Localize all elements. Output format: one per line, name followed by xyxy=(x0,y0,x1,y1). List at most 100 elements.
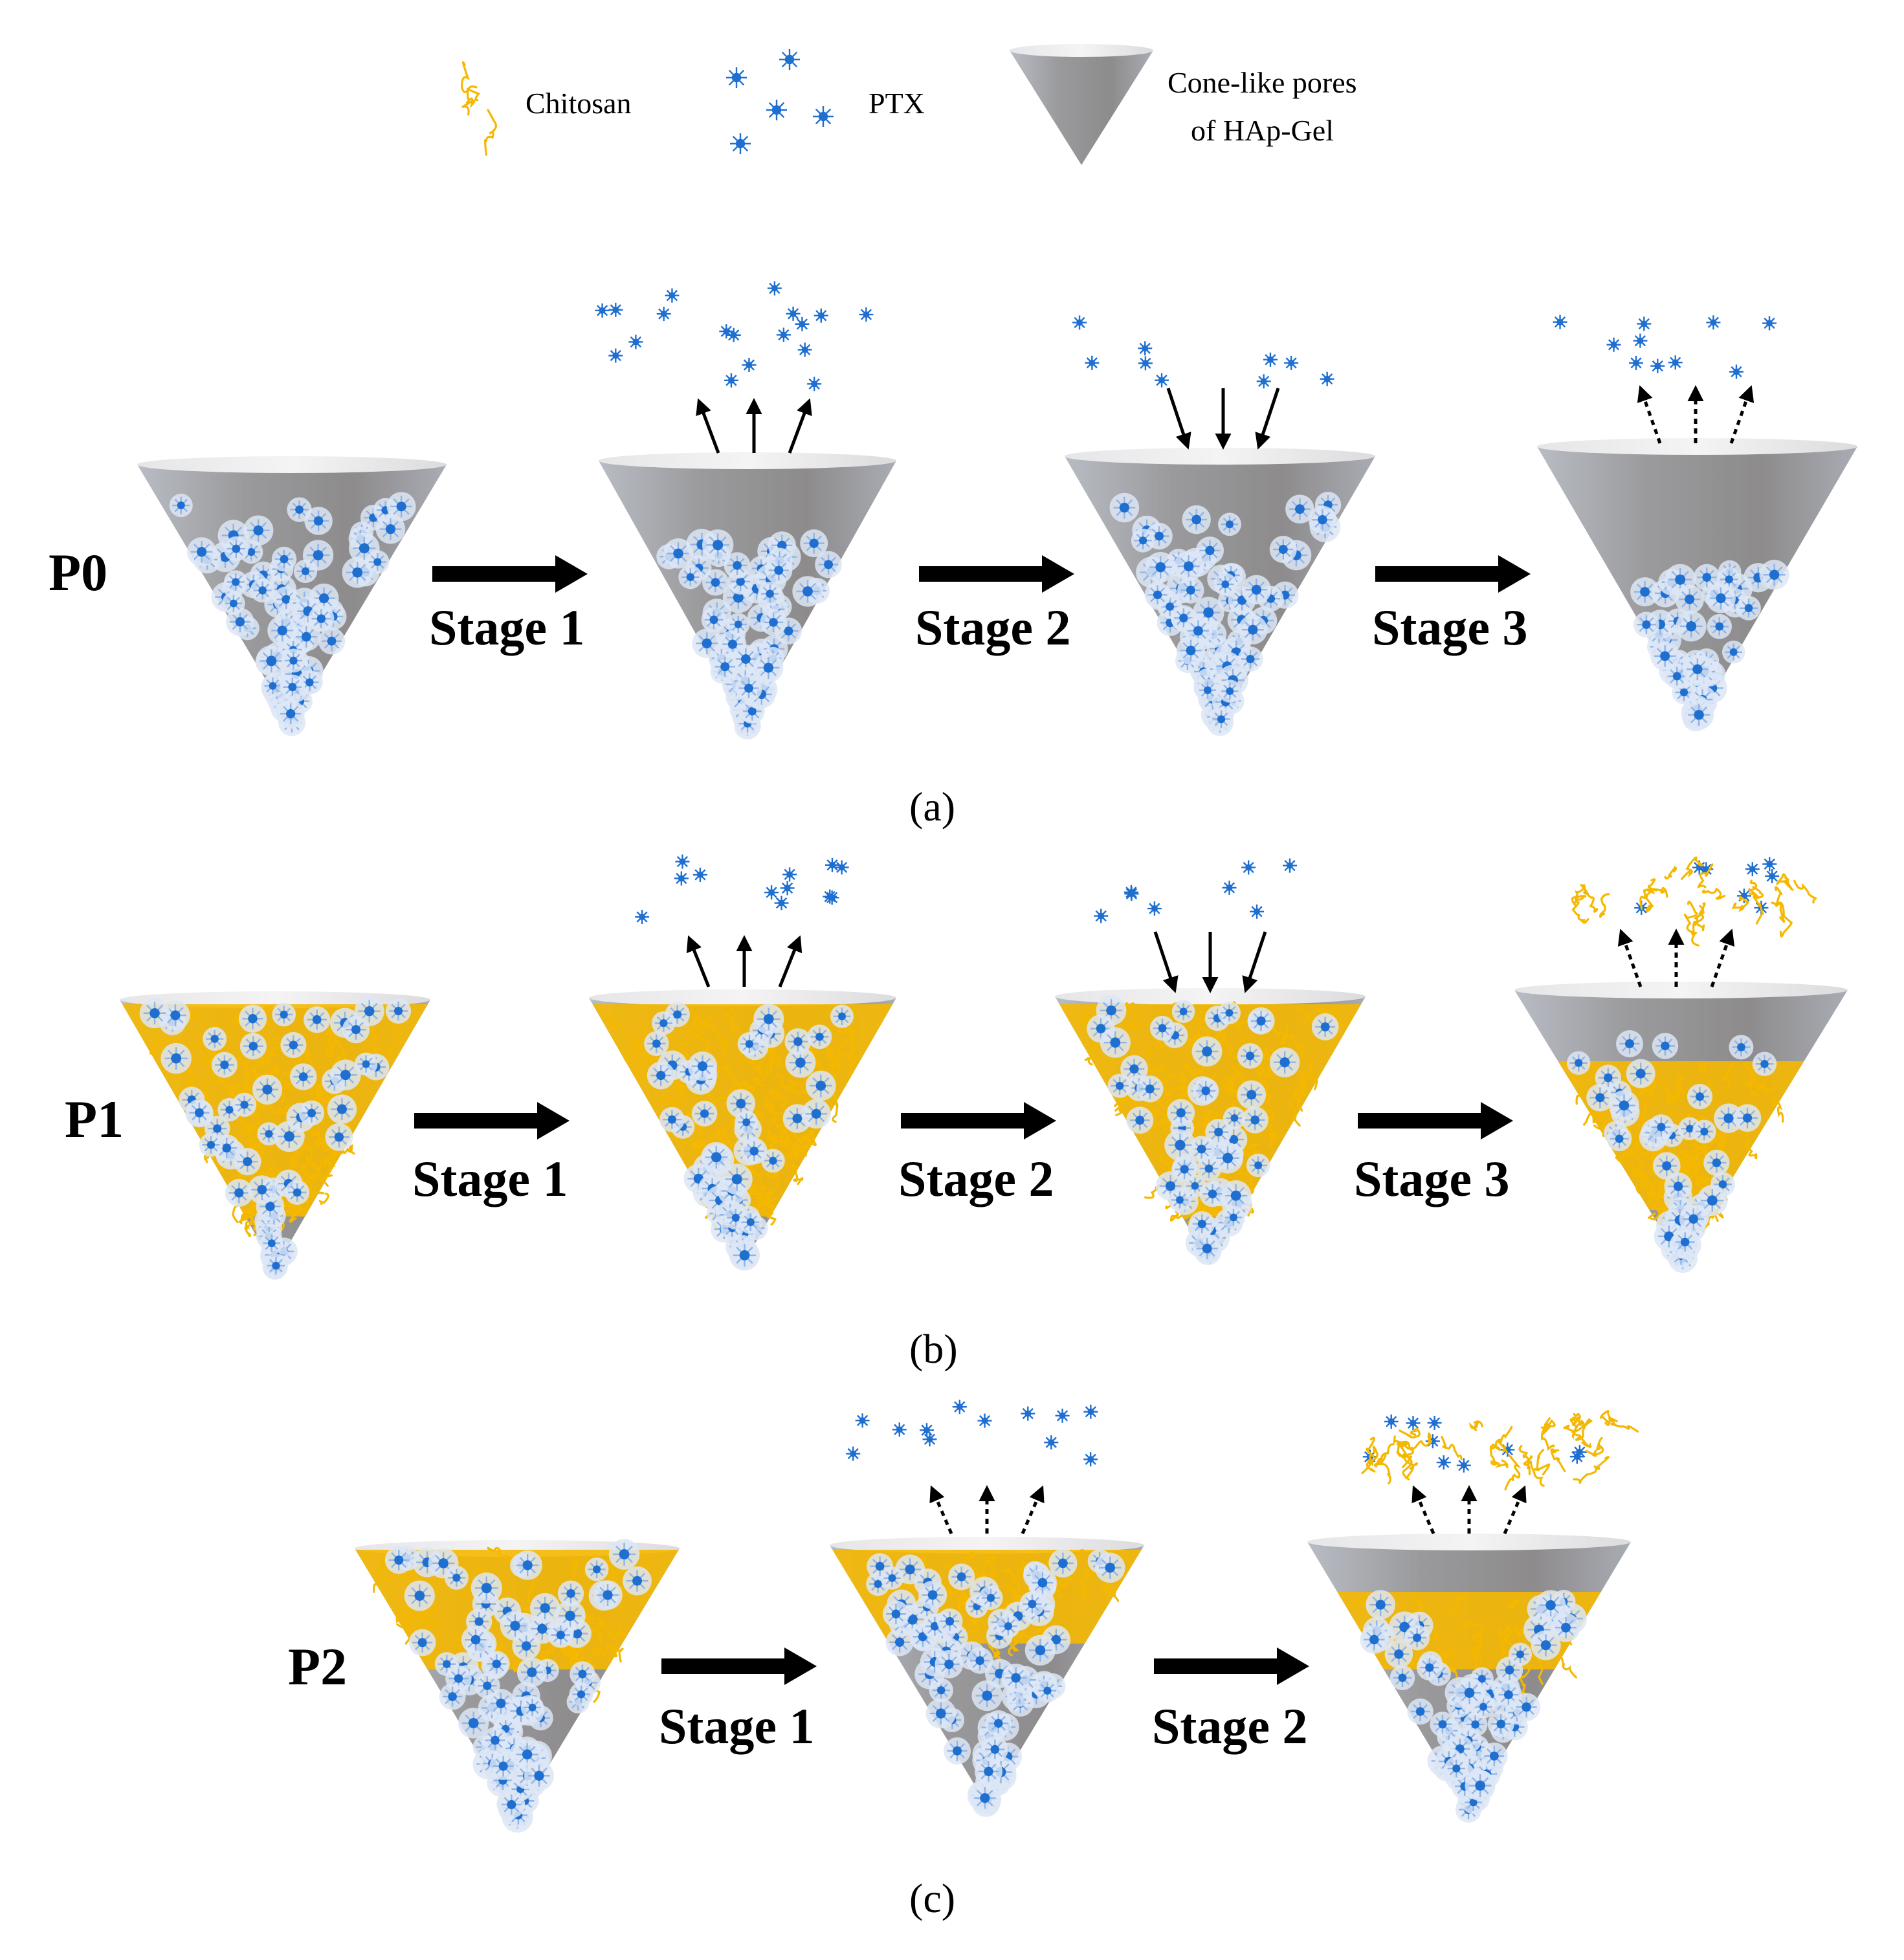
ptx-molecule xyxy=(264,1253,288,1278)
ptx-molecule xyxy=(760,1149,785,1173)
ptx-molecule xyxy=(1204,1006,1230,1031)
chitosan-chain xyxy=(270,1063,280,1077)
ptx-molecule xyxy=(735,674,762,702)
ptx-molecule xyxy=(795,316,810,331)
ptx-molecule xyxy=(784,1028,812,1055)
ptx-molecule xyxy=(408,1629,436,1657)
ptx-molecule xyxy=(1192,1234,1222,1263)
ptx-molecule xyxy=(635,910,650,925)
chitosan-chain xyxy=(1259,1079,1272,1107)
chitosan-chain xyxy=(789,1138,812,1159)
ptx-molecule xyxy=(1171,1000,1195,1024)
chitosan-chain xyxy=(723,1007,738,1032)
ptx-molecule xyxy=(529,1592,560,1624)
ptx-molecule xyxy=(766,100,787,120)
ptx-molecule xyxy=(782,867,797,882)
ptx-molecule xyxy=(304,1006,331,1033)
ptx-molecule xyxy=(1269,535,1297,564)
chitosan-chain xyxy=(1297,1070,1309,1099)
ptx-molecule xyxy=(767,281,782,296)
ptx-molecule xyxy=(256,645,287,677)
chitosan-chain xyxy=(323,1161,336,1180)
chitosan-chain xyxy=(149,1037,166,1056)
chitosan-chain xyxy=(1179,1074,1189,1092)
ptx-molecule xyxy=(1217,1001,1241,1024)
ptx-molecule xyxy=(243,515,274,545)
chitosan-chain xyxy=(784,1147,795,1172)
ptx-molecule xyxy=(342,556,373,588)
ptx-molecule xyxy=(1035,1679,1059,1703)
chitosan-chain xyxy=(1748,879,1760,897)
released-cloud xyxy=(1094,858,1298,923)
ptx-molecule xyxy=(687,1052,718,1081)
ptx-molecule xyxy=(724,552,751,579)
ptx-molecule xyxy=(786,306,801,321)
chitosan-chain xyxy=(784,1165,804,1185)
chitosan-chain xyxy=(826,1046,839,1068)
chitosan-chain xyxy=(1743,1076,1760,1099)
chitosan-chain xyxy=(1596,1113,1607,1138)
chitosan-chain xyxy=(315,1087,325,1104)
ptx-molecule xyxy=(1384,1414,1399,1429)
ptx-molecule xyxy=(855,1413,870,1428)
chitosan-chain xyxy=(769,1088,780,1102)
ptx-molecule xyxy=(1195,536,1224,565)
chitosan-chain xyxy=(305,1156,322,1179)
ptx-molecule xyxy=(1138,341,1153,356)
chitosan-chain xyxy=(984,1555,998,1578)
ptx-molecule xyxy=(920,1423,935,1438)
ptx-molecule xyxy=(1109,492,1140,523)
ptx-molecule xyxy=(1407,1698,1434,1725)
release-arrow xyxy=(1021,1485,1045,1534)
ptx-molecule xyxy=(1285,494,1314,524)
ptx-molecule xyxy=(1684,699,1714,730)
chitosan-chain xyxy=(366,1024,379,1048)
ptx-molecule xyxy=(385,998,412,1024)
chitosan-chain xyxy=(613,1626,626,1640)
ptx-molecule xyxy=(665,1002,690,1028)
release-arrow xyxy=(1242,931,1267,993)
ptx-molecule xyxy=(1707,613,1732,639)
chitosan-chain xyxy=(1744,1138,1758,1160)
chitosan-chain xyxy=(1497,1426,1513,1454)
chitosan-chain xyxy=(240,1197,256,1225)
ptx-molecule xyxy=(1676,611,1707,642)
ptx-molecule xyxy=(1238,615,1268,644)
ptx-molecule xyxy=(325,1123,353,1151)
ptx-molecule xyxy=(1679,1204,1708,1233)
chitosan-chain xyxy=(1079,1009,1091,1024)
ptx-molecule xyxy=(656,307,671,322)
chitosan-chain xyxy=(241,1122,256,1135)
ptx-molecule xyxy=(779,49,800,70)
chitosan-chain xyxy=(1223,1086,1238,1111)
ptx-molecule xyxy=(1196,678,1219,702)
ptx-molecule xyxy=(726,1089,756,1118)
ptx-molecule xyxy=(1193,1077,1219,1104)
chitosan-chain xyxy=(718,1041,729,1063)
chitosan-chain xyxy=(1441,1435,1463,1460)
ptx-molecule xyxy=(1703,1149,1730,1176)
chitosan-chain xyxy=(956,1591,969,1606)
ptx-molecule xyxy=(139,998,170,1029)
chitosan-chain xyxy=(1507,1600,1520,1611)
chitosan-chain xyxy=(1016,1631,1033,1641)
ptx-molecule xyxy=(663,538,694,569)
ptx-molecule xyxy=(280,674,305,700)
cone-pore xyxy=(1514,982,1848,1273)
ptx-molecule xyxy=(651,1011,676,1035)
ptx-molecule xyxy=(1692,1119,1716,1143)
chitosan-chain xyxy=(571,1556,580,1578)
chitosan-chain xyxy=(1504,1454,1522,1491)
ptx-molecule xyxy=(203,1027,227,1052)
ptx-molecule xyxy=(1430,1712,1456,1737)
chitosan-chain xyxy=(1155,1039,1172,1050)
chitosan-chain xyxy=(1709,1132,1731,1146)
ptx-molecule xyxy=(1456,1458,1471,1473)
release-arrow xyxy=(929,1485,953,1534)
ptx-molecule xyxy=(1416,1655,1443,1680)
ptx-molecule xyxy=(996,1614,1021,1638)
released-cloud xyxy=(595,281,874,391)
release-arrow xyxy=(788,398,812,454)
chitosan-chain xyxy=(1084,1038,1107,1066)
